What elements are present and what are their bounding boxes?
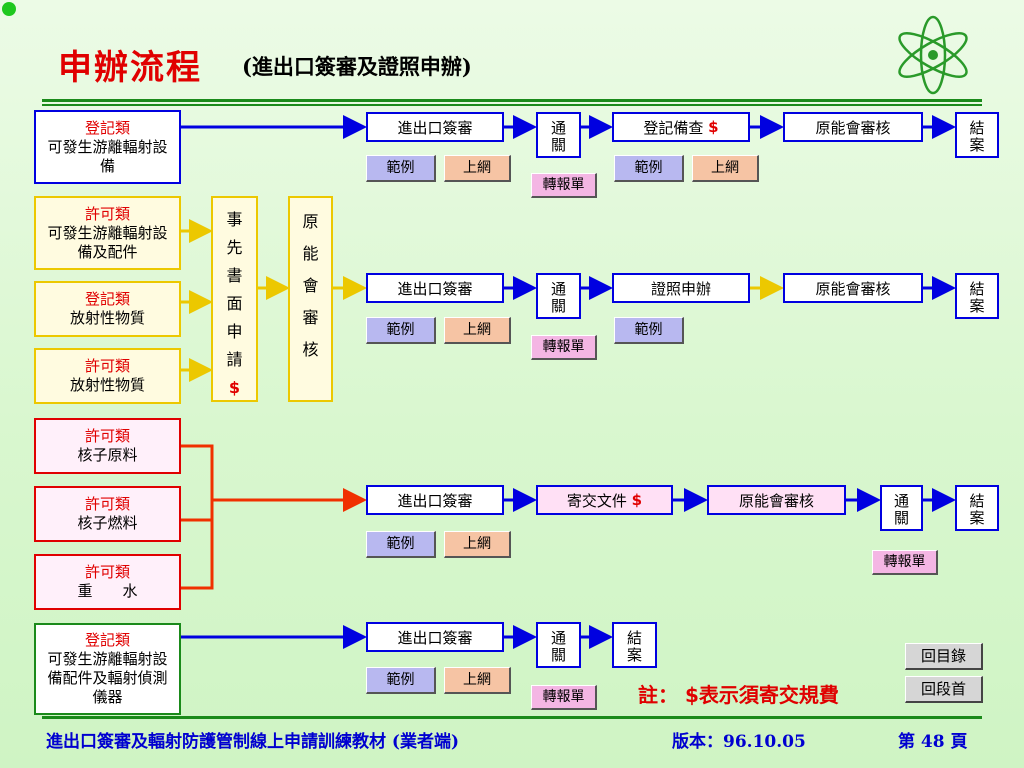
step-import-export-review[interactable]: 進出口簽審 (366, 112, 504, 142)
step-close-case[interactable]: 結案 (612, 622, 657, 668)
step-registration-record[interactable]: 登記備查 $ (612, 112, 750, 142)
group-description: 可發生游離輻射設備及配件 (47, 223, 168, 261)
group-registration-radiation-equipment: 登記類 可發生游離輻射設備 (34, 110, 181, 184)
category-label: 登記類 (84, 118, 130, 137)
footer-page-number: 第 48 頁 (898, 732, 968, 752)
page-title: 申辦流程 (58, 48, 202, 88)
back-to-toc-button[interactable]: 回目錄 (905, 643, 983, 670)
category-label: 許可類 (84, 427, 130, 445)
back-to-section-button[interactable]: 回段首 (905, 676, 983, 703)
corner-dot-icon (2, 2, 16, 16)
step-label: 登記備查 (643, 118, 704, 137)
upload-button[interactable]: 上網 (444, 531, 511, 558)
step-customs[interactable]: 通關 (536, 112, 581, 158)
step-customs[interactable]: 通關 (536, 273, 581, 319)
step-label: 進出口簽審 (397, 491, 473, 510)
group-description: 重 水 (77, 582, 138, 600)
aec-review-vertical-label: 原能會審核 (302, 212, 319, 359)
group-description: 核子原料 (77, 446, 138, 464)
category-label: 許可類 (84, 495, 130, 513)
fee-marker: $ (708, 118, 719, 136)
step-label: 通關 (893, 492, 909, 527)
group-license-heavy-water: 許可類 重 水 (34, 554, 181, 610)
group-description: 可發生游離輻射設備 (47, 137, 168, 175)
upload-button[interactable]: 上網 (692, 155, 759, 182)
step-close-case[interactable]: 結案 (955, 273, 999, 319)
step-close-case[interactable]: 結案 (955, 485, 999, 531)
group-license-nuclear-fuel: 許可類 核子燃料 (34, 486, 181, 542)
group-description: 可發生游離輻射設備配件及輻射偵測儀器 (47, 650, 168, 706)
group-description: 放射性物質 (69, 309, 145, 327)
step-aec-review[interactable]: 原能會審核 (783, 273, 923, 303)
header-rule (42, 99, 982, 102)
example-button[interactable]: 範例 (366, 155, 436, 182)
transfer-form-button[interactable]: 轉報單 (531, 685, 597, 710)
footer-rule (42, 716, 982, 719)
step-aec-review[interactable]: 原能會審核 (707, 485, 846, 515)
upload-button[interactable]: 上網 (444, 317, 511, 344)
footer-version: 版本：96.10.05 (672, 732, 806, 752)
group-license-nuclear-raw-material: 許可類 核子原料 (34, 418, 181, 474)
group-registration-radioactive-material: 登記類 放射性物質 (34, 281, 181, 337)
example-button[interactable]: 範例 (366, 317, 436, 344)
example-button[interactable]: 範例 (366, 531, 436, 558)
upload-button[interactable]: 上網 (444, 667, 511, 694)
footer-course-title: 進出口簽審及輻射防護管制線上申請訓練教材 (業者端) (46, 732, 460, 752)
fee-marker: $ (631, 491, 643, 509)
step-label: 進出口簽審 (397, 279, 473, 298)
step-label: 證照申辦 (650, 279, 711, 298)
header-rule-thin (42, 104, 982, 106)
step-label: 結案 (969, 492, 985, 527)
step-aec-review[interactable]: 原能會審核 (783, 112, 923, 142)
step-close-case[interactable]: 結案 (955, 112, 999, 158)
step-send-documents[interactable]: 寄交文件 $ (536, 485, 673, 515)
step-import-export-review[interactable]: 進出口簽審 (366, 622, 504, 652)
example-button[interactable]: 範例 (614, 155, 684, 182)
group-description: 放射性物質 (69, 376, 145, 394)
step-customs[interactable]: 通關 (536, 622, 581, 668)
example-button[interactable]: 範例 (366, 667, 436, 694)
fee-note: 註： $表示須寄交規費 (638, 683, 839, 707)
prior-written-application-box: 事先書面申請 $ (211, 196, 258, 402)
transfer-form-button[interactable]: 轉報單 (531, 335, 597, 360)
aec-review-vertical-box: 原能會審核 (288, 196, 333, 402)
group-license-radiation-equipment: 許可類 可發生游離輻射設備及配件 (34, 196, 181, 270)
transfer-form-button[interactable]: 轉報單 (872, 550, 938, 575)
step-label: 原能會審核 (738, 491, 814, 510)
step-label: 結案 (969, 280, 985, 315)
step-label: 通關 (550, 119, 566, 154)
step-label: 通關 (550, 629, 566, 664)
step-label: 結案 (626, 629, 642, 664)
step-customs[interactable]: 通關 (880, 485, 923, 531)
category-label: 登記類 (84, 631, 130, 649)
atom-icon (898, 15, 968, 95)
step-license-apply[interactable]: 證照申辦 (612, 273, 750, 303)
step-label: 結案 (969, 119, 985, 154)
upload-button[interactable]: 上網 (444, 155, 511, 182)
step-label: 通關 (550, 280, 566, 315)
step-label: 原能會審核 (815, 279, 891, 298)
step-label: 原能會審核 (815, 118, 891, 137)
step-import-export-review[interactable]: 進出口簽審 (366, 273, 504, 303)
step-label: 進出口簽審 (397, 118, 473, 137)
page-subtitle: (進出口簽審及證照申辦) (242, 54, 472, 79)
category-label: 許可類 (84, 204, 130, 223)
step-label: 寄交文件 (566, 491, 627, 510)
category-label: 登記類 (84, 290, 130, 308)
group-registration-equipment-parts-detectors: 登記類 可發生游離輻射設備配件及輻射偵測儀器 (34, 623, 181, 715)
category-label: 許可類 (84, 357, 130, 375)
group-license-radioactive-material: 許可類 放射性物質 (34, 348, 181, 404)
prior-application-label: 事先書面申請 (226, 210, 243, 369)
step-import-export-review[interactable]: 進出口簽審 (366, 485, 504, 515)
fee-marker: $ (228, 378, 241, 397)
example-button[interactable]: 範例 (614, 317, 684, 344)
category-label: 許可類 (84, 563, 130, 581)
step-label: 進出口簽審 (397, 628, 473, 647)
group-description: 核子燃料 (77, 514, 138, 532)
transfer-form-button[interactable]: 轉報單 (531, 173, 597, 198)
